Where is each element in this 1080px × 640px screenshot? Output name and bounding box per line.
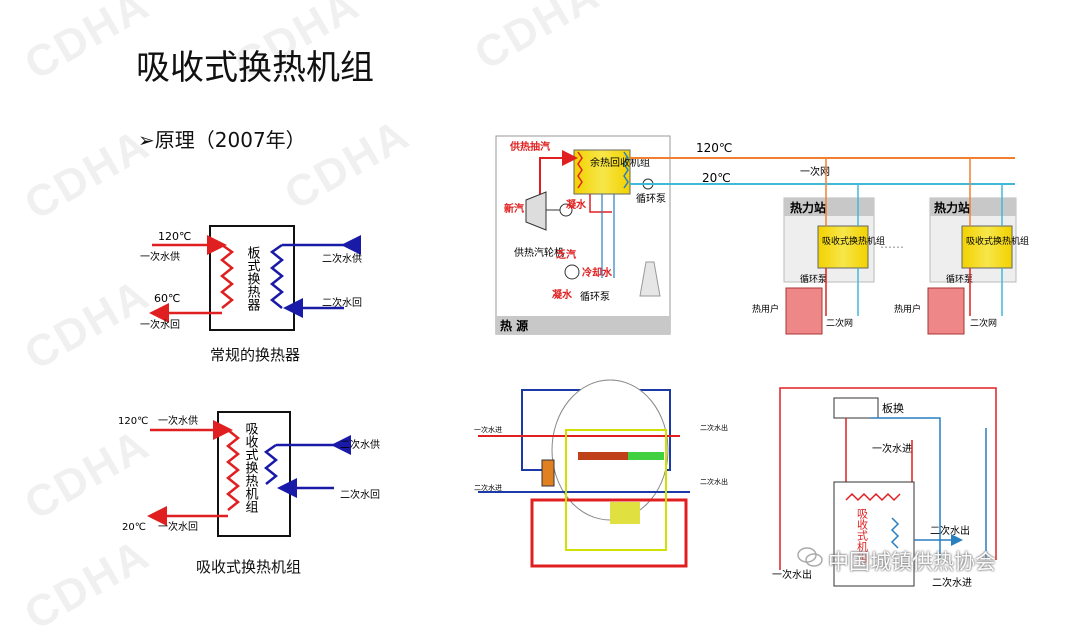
secondary-out-label: 二次水出: [930, 524, 970, 537]
station-unit: [961, 225, 1013, 269]
secondary-return-label: 二次水回: [340, 488, 380, 501]
station-label: 热力站: [934, 200, 970, 215]
secondary-return-label: 二次水回: [322, 296, 362, 309]
temp-return-label: 20℃: [122, 522, 146, 533]
secondary-out-label: 二次水出: [700, 477, 728, 486]
device-label: 吸收式换热机组: [243, 422, 259, 513]
secondary-supply-label: 二次水供: [322, 252, 362, 265]
primary-return-label: 一次水回: [158, 520, 198, 533]
station-unit: [817, 225, 869, 269]
arrow-bullet-icon: ➢: [138, 128, 155, 152]
building-icon: [927, 287, 965, 335]
turbine-label: 供热汽轮机: [514, 246, 564, 259]
station-unit-label: 吸收式换热机组: [966, 235, 1029, 247]
condenser-icon: [564, 264, 580, 280]
station-unit-label: 吸收式换热机组: [822, 235, 885, 247]
temp-hot-label: 120℃: [158, 230, 191, 243]
primary-out-label: 一次水出: [772, 568, 812, 581]
cooling-water-label: 冷却水: [582, 266, 613, 279]
absorption-caption: 吸收式换热机组: [196, 558, 302, 576]
primary-supply-label: 一次水供: [140, 250, 180, 263]
station-label: 热力站: [790, 200, 826, 215]
primary-return-label: 一次水回: [140, 318, 180, 331]
heater-icon: [541, 459, 555, 487]
heat-recovery-unit: [573, 149, 631, 195]
building-icon: [785, 287, 823, 335]
primary-supply-label: 一次水供: [158, 414, 198, 427]
internal-schematic: 一次水进 二次水出 二次水进 二次水出: [474, 379, 728, 568]
secondary-in-label: 二次水进: [474, 483, 502, 492]
condensate-label: 凝水: [566, 198, 587, 211]
secondary-net-label: 二次网: [970, 317, 997, 329]
extract-steam-label: 供热抽汽: [509, 140, 550, 153]
subtitle: ➢原理（2007年）: [138, 128, 306, 152]
station-pump-label: 循环泵: [946, 273, 973, 285]
primary-in-label: 一次水进: [474, 425, 502, 434]
secondary-net-label: 二次网: [826, 317, 853, 329]
supply-temp-label: 120℃: [696, 141, 732, 155]
ellipsis: ……: [880, 237, 904, 251]
heat-recovery-label: 余热回收机组: [590, 156, 650, 169]
secondary-supply-label: 二次水供: [340, 438, 380, 451]
user-label: 热用户: [894, 303, 921, 315]
absorption-exchanger: 120℃ 一次水供 20℃ 一次水回 二次水供 二次水回 吸收式换热机组: [118, 411, 380, 537]
station-pump-label: 循环泵: [800, 273, 827, 285]
condensate2-label: 凝水: [552, 288, 573, 301]
temp-return-label: 60℃: [154, 292, 180, 305]
primary-in-label: 一次水进: [872, 442, 912, 455]
heat-source-label: 热 源: [500, 318, 528, 333]
cooling-tower-icon: [639, 261, 661, 297]
temp-hot-label: 120℃: [118, 416, 148, 427]
primary-net-label: 一次网: [800, 165, 830, 178]
wechat-icon: [797, 546, 823, 568]
user-label: 热用户: [752, 303, 779, 315]
return-temp-label: 20℃: [702, 171, 731, 185]
pump2-label: 循环泵: [580, 290, 610, 303]
plate-label: 板换: [882, 401, 904, 415]
conventional-caption: 常规的换热器: [210, 346, 301, 364]
diagram-canvas: 120℃ 一次水供 60℃ 一次水回 二次水供 二次水回 板式换热器 120℃ …: [118, 135, 1029, 589]
secondary-out-label: 二次水出: [700, 423, 728, 432]
system-diagram: 热 源 余热回收机组 供热抽汽 新汽 凝水 供热汽轮机 乏汽 冷却水 凝水 循环…: [495, 135, 1029, 335]
brand-watermark: 中国城镇供热协会: [828, 550, 996, 574]
conventional-exchanger: 120℃ 一次水供 60℃ 一次水回 二次水供 二次水回 板式换热器: [140, 225, 362, 331]
unit-label: 吸收式机组: [856, 508, 869, 563]
new-steam-label: 新汽: [504, 202, 524, 215]
secondary-in-label: 二次水进: [932, 576, 972, 589]
pump-label: 循环泵: [636, 192, 666, 205]
heat-source-bar: [496, 316, 670, 334]
exhaust-label: 乏汽: [556, 248, 576, 261]
page-title: 吸收式换热机组: [136, 48, 374, 88]
device-label: 板式换热器: [245, 246, 261, 312]
plate-exchanger-box: [833, 397, 879, 419]
plate-absorption-schematic: 板换 一次水进 吸收式机组 二次水出 一次水出 二次水进: [772, 387, 997, 589]
